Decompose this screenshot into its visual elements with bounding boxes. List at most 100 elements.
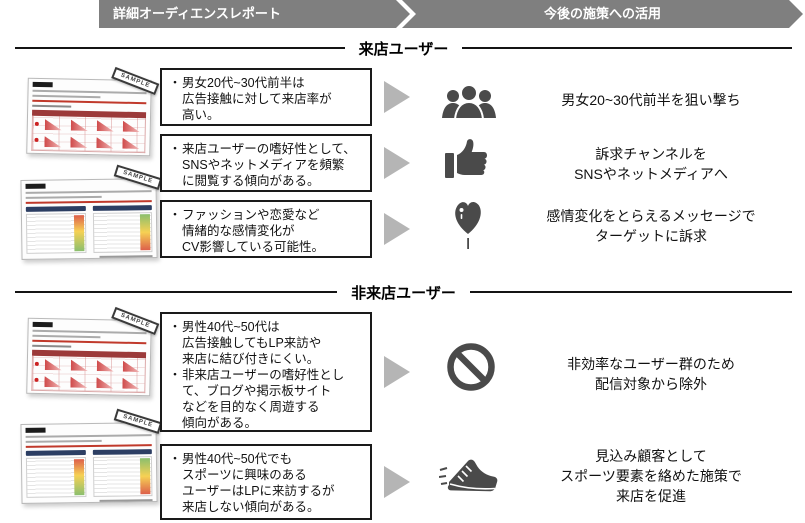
finding-box-nonvisit-behavior: ・ 男性40代~50代は 広告接触してもLP来訪や 来店に結び付きにくい。 ・ … (160, 312, 372, 432)
bullet-item: ・ 非来店ユーザーの嗜好性とし て、ブログや掲示板サイト などを目的なく周遊する… (168, 367, 364, 431)
mock-panel-body (92, 456, 153, 497)
mock-dot (34, 377, 39, 382)
finding-line: 傾向がある。 (182, 416, 258, 430)
finding-line: 非来店ユーザーの嗜好性とし (182, 368, 345, 382)
mock-panel-header (25, 206, 86, 212)
mock-dot (34, 361, 39, 366)
action-line: ターゲットに訴求 (595, 228, 707, 244)
mock-table-body (31, 115, 146, 154)
mock-panel (92, 205, 153, 253)
mock-panel-body (25, 213, 86, 254)
action-line: 来店を促進 (616, 488, 686, 504)
mock-text-line (32, 329, 147, 335)
divider-line (462, 47, 793, 49)
mock-table-body (31, 355, 146, 394)
finding-line: 高い。 (182, 108, 220, 122)
process-step-future-measures: 今後の施策への活用 (402, 0, 803, 28)
section-title-nonvisit: 非来店ユーザー (351, 284, 456, 302)
bullet-marker: ・ (168, 452, 182, 466)
action-line: スポーツ要素を絡めた施策で (560, 468, 742, 484)
mock-label (25, 183, 46, 189)
sneaker-icon (439, 450, 499, 496)
finding-line: 広告接触に対して来店率が (182, 92, 332, 106)
mock-panel-body (25, 457, 86, 498)
mock-text-line (32, 89, 147, 95)
mock-histogram (71, 360, 88, 371)
divider-line (15, 291, 338, 293)
mock-panel (25, 206, 86, 254)
mock-histogram (97, 120, 114, 131)
finding-line: 男性40代~50代は (182, 320, 280, 334)
mock-text-line (25, 195, 102, 199)
mock-panels (25, 449, 153, 498)
section-title-visit: 来店ユーザー (358, 40, 449, 58)
heart-balloon-icon (452, 194, 484, 252)
heatmap-strip (73, 215, 84, 252)
finding-line: 男女20代~30代前半は (182, 76, 305, 90)
report-thumbnail-heatmap-1: SAMPLE (20, 164, 163, 260)
action-line: 配信対象から除外 (595, 376, 707, 392)
sample-stamp: SAMPLE (113, 164, 163, 190)
divider-line (15, 47, 345, 49)
mock-highlight-line (32, 339, 147, 345)
mock-label (32, 321, 53, 328)
action-line: 非効率なユーザー群のため (567, 356, 735, 372)
action-text-emotional-message: 感情変化をとらえるメッセージで ターゲットに訴求 (502, 206, 800, 246)
mock-panel-header (92, 449, 152, 455)
action-line: 感情変化をとらえるメッセージで (546, 208, 756, 224)
mock-panels (25, 205, 153, 254)
mock-text-line (32, 94, 101, 99)
mock-text-line (32, 344, 71, 348)
finding-box-visit-emotion: ・ ファッションや恋愛など 情緒的な感情変化が CV影響している可能性。 (160, 200, 372, 258)
mock-highlight-line (25, 200, 152, 204)
finding-line: 男性40代~50代でも (182, 452, 293, 466)
bullet-marker: ・ (168, 142, 182, 156)
finding-line: などを目的なく周遊する (182, 400, 320, 414)
process-step-audience-report: 詳細オーディエンスレポート (99, 0, 410, 28)
finding-line: 情緒的な感情変化が (182, 224, 295, 238)
mock-histogram (122, 138, 139, 149)
mock-histogram (70, 377, 87, 388)
prohibited-icon (446, 342, 496, 392)
mock-panel-body (92, 212, 153, 253)
finding-line: 広告接触してもLP来訪や (182, 336, 322, 350)
report-thumbnail-demographic-bars-2: SAMPLE (26, 306, 160, 397)
mock-dot (34, 121, 39, 126)
bullet-item: ・ 男女20代~30代前半は 広告接触に対して来店率が 高い。 (168, 75, 364, 123)
people-group-icon (441, 84, 497, 120)
action-text-exclude-delivery: 非効率なユーザー群のため 配信対象から除外 (502, 354, 800, 394)
mock-text-line (25, 190, 152, 194)
action-text-channel-shift: 訴求チャンネルを SNSやネットメディアへ (502, 144, 800, 184)
report-thumbnail-demographic-bars-1: SAMPLE (26, 66, 160, 157)
flow-arrow-icon (384, 147, 410, 179)
finding-box-visit-demographics: ・ 男女20代~30代前半は 広告接触に対して来店率が 高い。 (160, 68, 372, 126)
bullet-item: ・ ファッションや恋愛など 情緒的な感情変化が CV影響している可能性。 (168, 207, 364, 255)
mock-histogram (96, 137, 113, 148)
mock-histogram (122, 378, 139, 389)
thumbs-up-icon (444, 136, 490, 180)
mock-histogram (45, 359, 62, 370)
mock-panel (92, 449, 153, 497)
flow-arrow-icon (384, 356, 410, 388)
mock-label (25, 427, 46, 433)
mock-histogram (44, 136, 61, 147)
mock-histogram (70, 137, 87, 148)
bullet-item: ・ 男性40代~50代でも スポーツに興味のある ユーザーはLPに来訪するが 来… (168, 451, 364, 515)
section-title-row-nonvisit: 非来店ユーザー (15, 281, 793, 303)
finding-line: ファッションや恋愛など (182, 208, 320, 222)
finding-line: SNSやネットメディアを頻繁 (182, 158, 345, 172)
heatmap-strip (73, 459, 84, 496)
mock-label (32, 81, 53, 88)
mock-footer-line (99, 255, 153, 258)
mock-text-line (25, 434, 152, 438)
finding-line: 来店ユーザーの嗜好性として、 (182, 142, 356, 156)
sample-stamp: SAMPLE (113, 408, 163, 434)
mock-histogram (123, 121, 140, 132)
bullet-item: ・ 来店ユーザーの嗜好性として、 SNSやネットメディアを頻繁 に閲覧する傾向が… (168, 141, 364, 189)
finding-line: ユーザーはLPに来訪するが (182, 484, 335, 498)
mock-histogram (123, 361, 140, 372)
finding-box-nonvisit-sports: ・ 男性40代~50代でも スポーツに興味のある ユーザーはLPに来訪するが 来… (160, 444, 372, 520)
report-thumbnail-heatmap-2: SAMPLE (20, 408, 163, 504)
section-title-row-visit: 来店ユーザー (15, 37, 793, 59)
